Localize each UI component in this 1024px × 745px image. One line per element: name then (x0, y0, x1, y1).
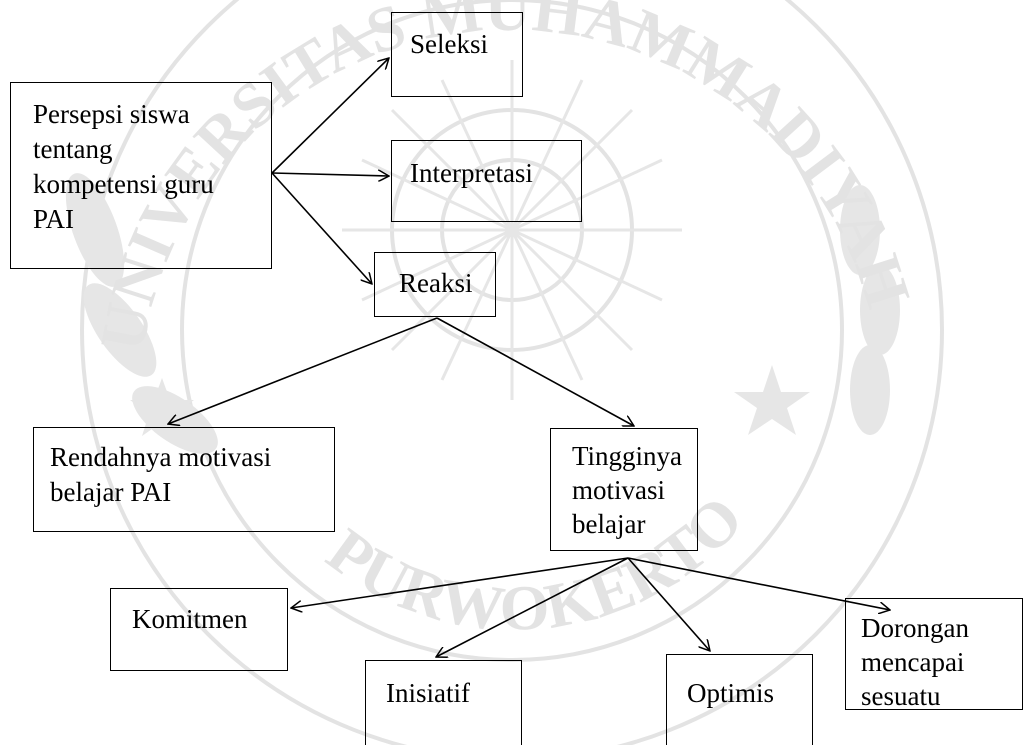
edge-reaksi-rendah (168, 317, 438, 424)
node-reaksi-label: Reaksi (399, 268, 473, 298)
edge-tinggi-inisiatif (436, 557, 629, 657)
node-interpretasi: Interpretasi (391, 140, 582, 222)
node-persepsi-siswa-label: Persepsi siswa tentang kompetensi guru P… (33, 99, 214, 234)
edge-root-seleksi (271, 58, 389, 174)
node-tingginya-motivasi: Tingginya motivasi belajar (550, 428, 698, 551)
node-rendahnya-motivasi-label: Rendahnya motivasi belajar PAI (50, 442, 272, 507)
node-reaksi: Reaksi (374, 252, 496, 317)
edge-reaksi-tinggi (436, 317, 634, 426)
node-optimis-label: Optimis (687, 678, 775, 708)
edge-root-reaksi (271, 172, 372, 284)
edge-tinggi-optimis (627, 557, 710, 651)
node-tingginya-motivasi-label: Tingginya motivasi belajar (572, 441, 683, 539)
node-seleksi: Seleksi (391, 12, 523, 97)
node-dorongan-mencapai: Dorongan mencapai sesuatu (845, 598, 1023, 710)
edge-tinggi-komitmen (291, 557, 629, 608)
node-inisiatif-label: Inisiatif (386, 678, 470, 708)
edge-tinggi-dorongan (627, 557, 890, 610)
edge-root-interp (271, 173, 389, 176)
node-seleksi-label: Seleksi (410, 29, 488, 59)
node-rendahnya-motivasi: Rendahnya motivasi belajar PAI (33, 427, 335, 532)
node-inisiatif: Inisiatif (365, 660, 522, 745)
node-optimis: Optimis (666, 654, 813, 745)
node-komitmen-label: Komitmen (132, 604, 248, 634)
node-dorongan-mencapai-label: Dorongan mencapai sesuatu (861, 613, 969, 710)
node-komitmen: Komitmen (110, 588, 288, 671)
node-interpretasi-label: Interpretasi (410, 158, 533, 188)
node-persepsi-siswa: Persepsi siswa tentang kompetensi guru P… (10, 82, 272, 269)
